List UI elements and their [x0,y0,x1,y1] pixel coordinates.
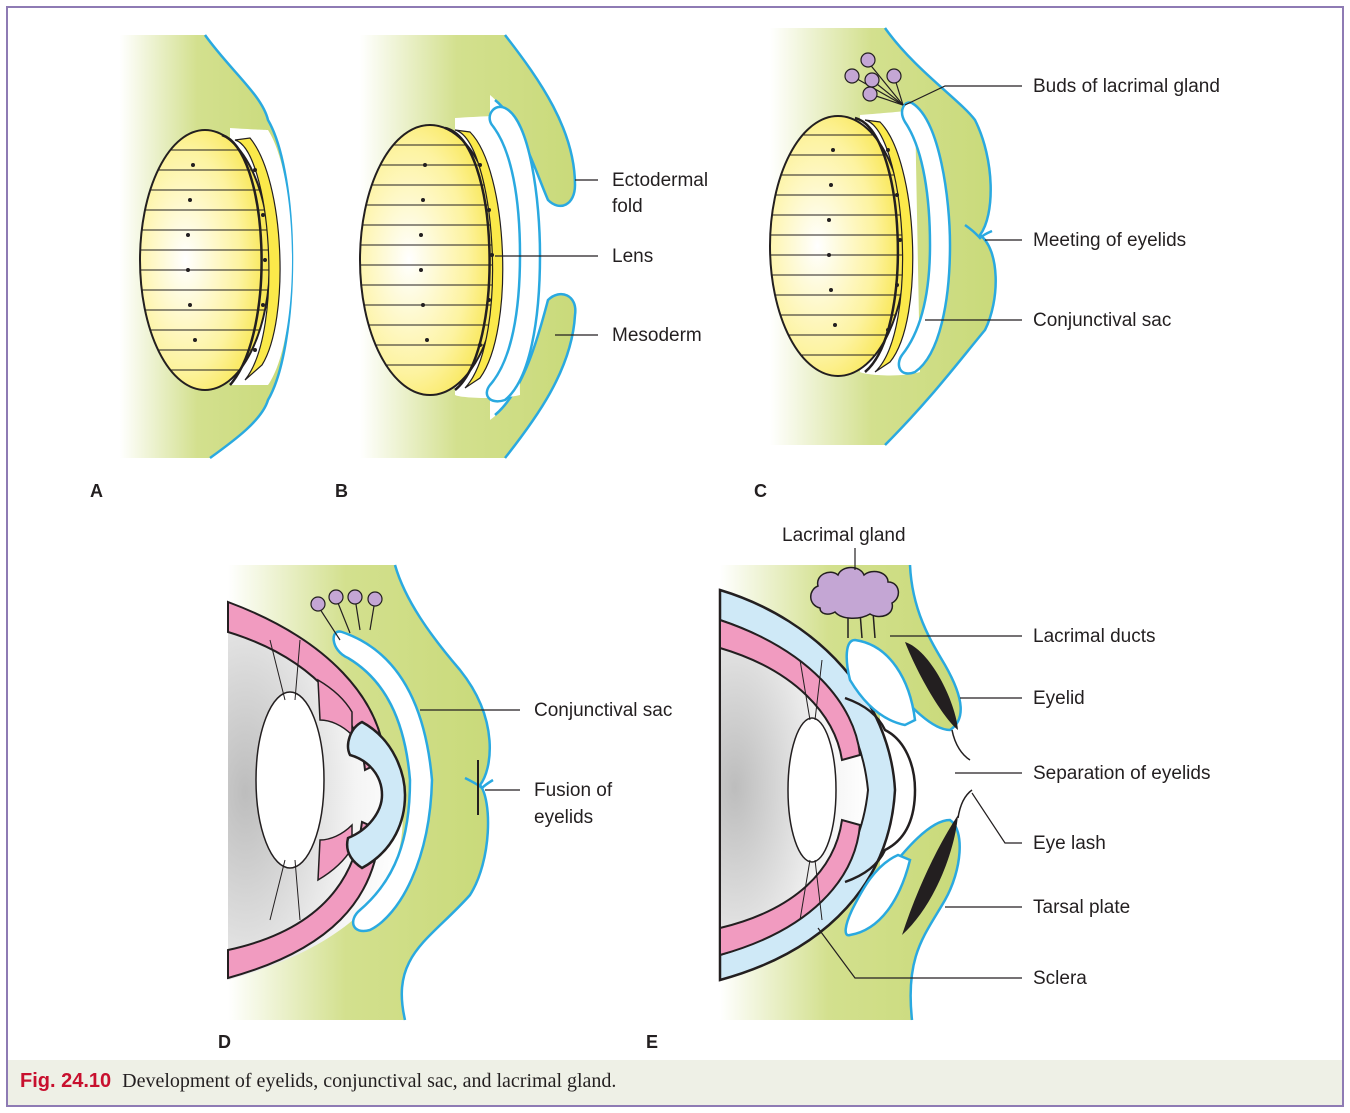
label-conjunctival-sac-c: Conjunctival sac [1033,310,1171,331]
panel-letter-c: C [754,481,767,501]
panel-e-drawing [720,565,972,1020]
label-lacrimal-gland: Lacrimal gland [782,525,906,546]
panel-a-drawing [120,35,292,458]
figure-caption: Fig. 24.10 Development of eyelids, conju… [8,1060,1342,1105]
panel-b-labels: Ectodermal fold Lens Mesoderm [612,170,708,346]
panel-e-upper-eyelash [952,730,970,760]
panel-a-lens [140,130,270,390]
label-meeting-of-eyelids: Meeting of eyelids [1033,230,1186,251]
figure-number: Fig. 24.10 [20,1070,111,1092]
label-eye-lash: Eye lash [1033,833,1106,854]
panel-d-lens [256,692,324,868]
panel-e-lacrimal-gland [811,568,899,619]
panel-letter-a: A [90,481,103,501]
label-fusion-of-eyelids-line1: Fusion of [534,780,613,801]
panel-d-drawing [228,565,493,1020]
label-lacrimal-ducts: Lacrimal ducts [1033,626,1156,647]
panel-c-labels: Buds of lacrimal gland Meeting of eyelid… [1033,76,1220,331]
label-separation-of-eyelids: Separation of eyelids [1033,763,1210,784]
panel-c-drawing [765,28,996,445]
label-ectodermal-fold-line1: Ectodermal [612,170,708,191]
label-buds-of-lacrimal-gland: Buds of lacrimal gland [1033,76,1220,97]
label-ectodermal-fold-line2: fold [612,196,643,217]
panel-d-labels: Conjunctival sac Fusion of eyelids [534,700,672,828]
panel-e-lens [788,718,836,862]
eyelid-development-diagram: Ectodermal fold Lens Mesoderm Buds of la… [0,0,1350,1060]
label-tarsal-plate: Tarsal plate [1033,897,1130,918]
panel-letter-e: E [646,1032,658,1052]
panel-e-lower-eyelash [958,790,972,818]
label-lens: Lens [612,246,653,267]
caption-text: Development of eyelids, conjunctival sac… [122,1070,616,1092]
label-mesoderm: Mesoderm [612,325,702,346]
panel-letter-d: D [218,1032,231,1052]
label-fusion-of-eyelids-line2: eyelids [534,807,593,828]
panel-b-drawing [355,35,575,458]
panel-letter-b: B [335,481,348,501]
label-conjunctival-sac-d: Conjunctival sac [534,700,672,721]
label-eyelid: Eyelid [1033,688,1085,709]
label-sclera: Sclera [1033,968,1087,989]
